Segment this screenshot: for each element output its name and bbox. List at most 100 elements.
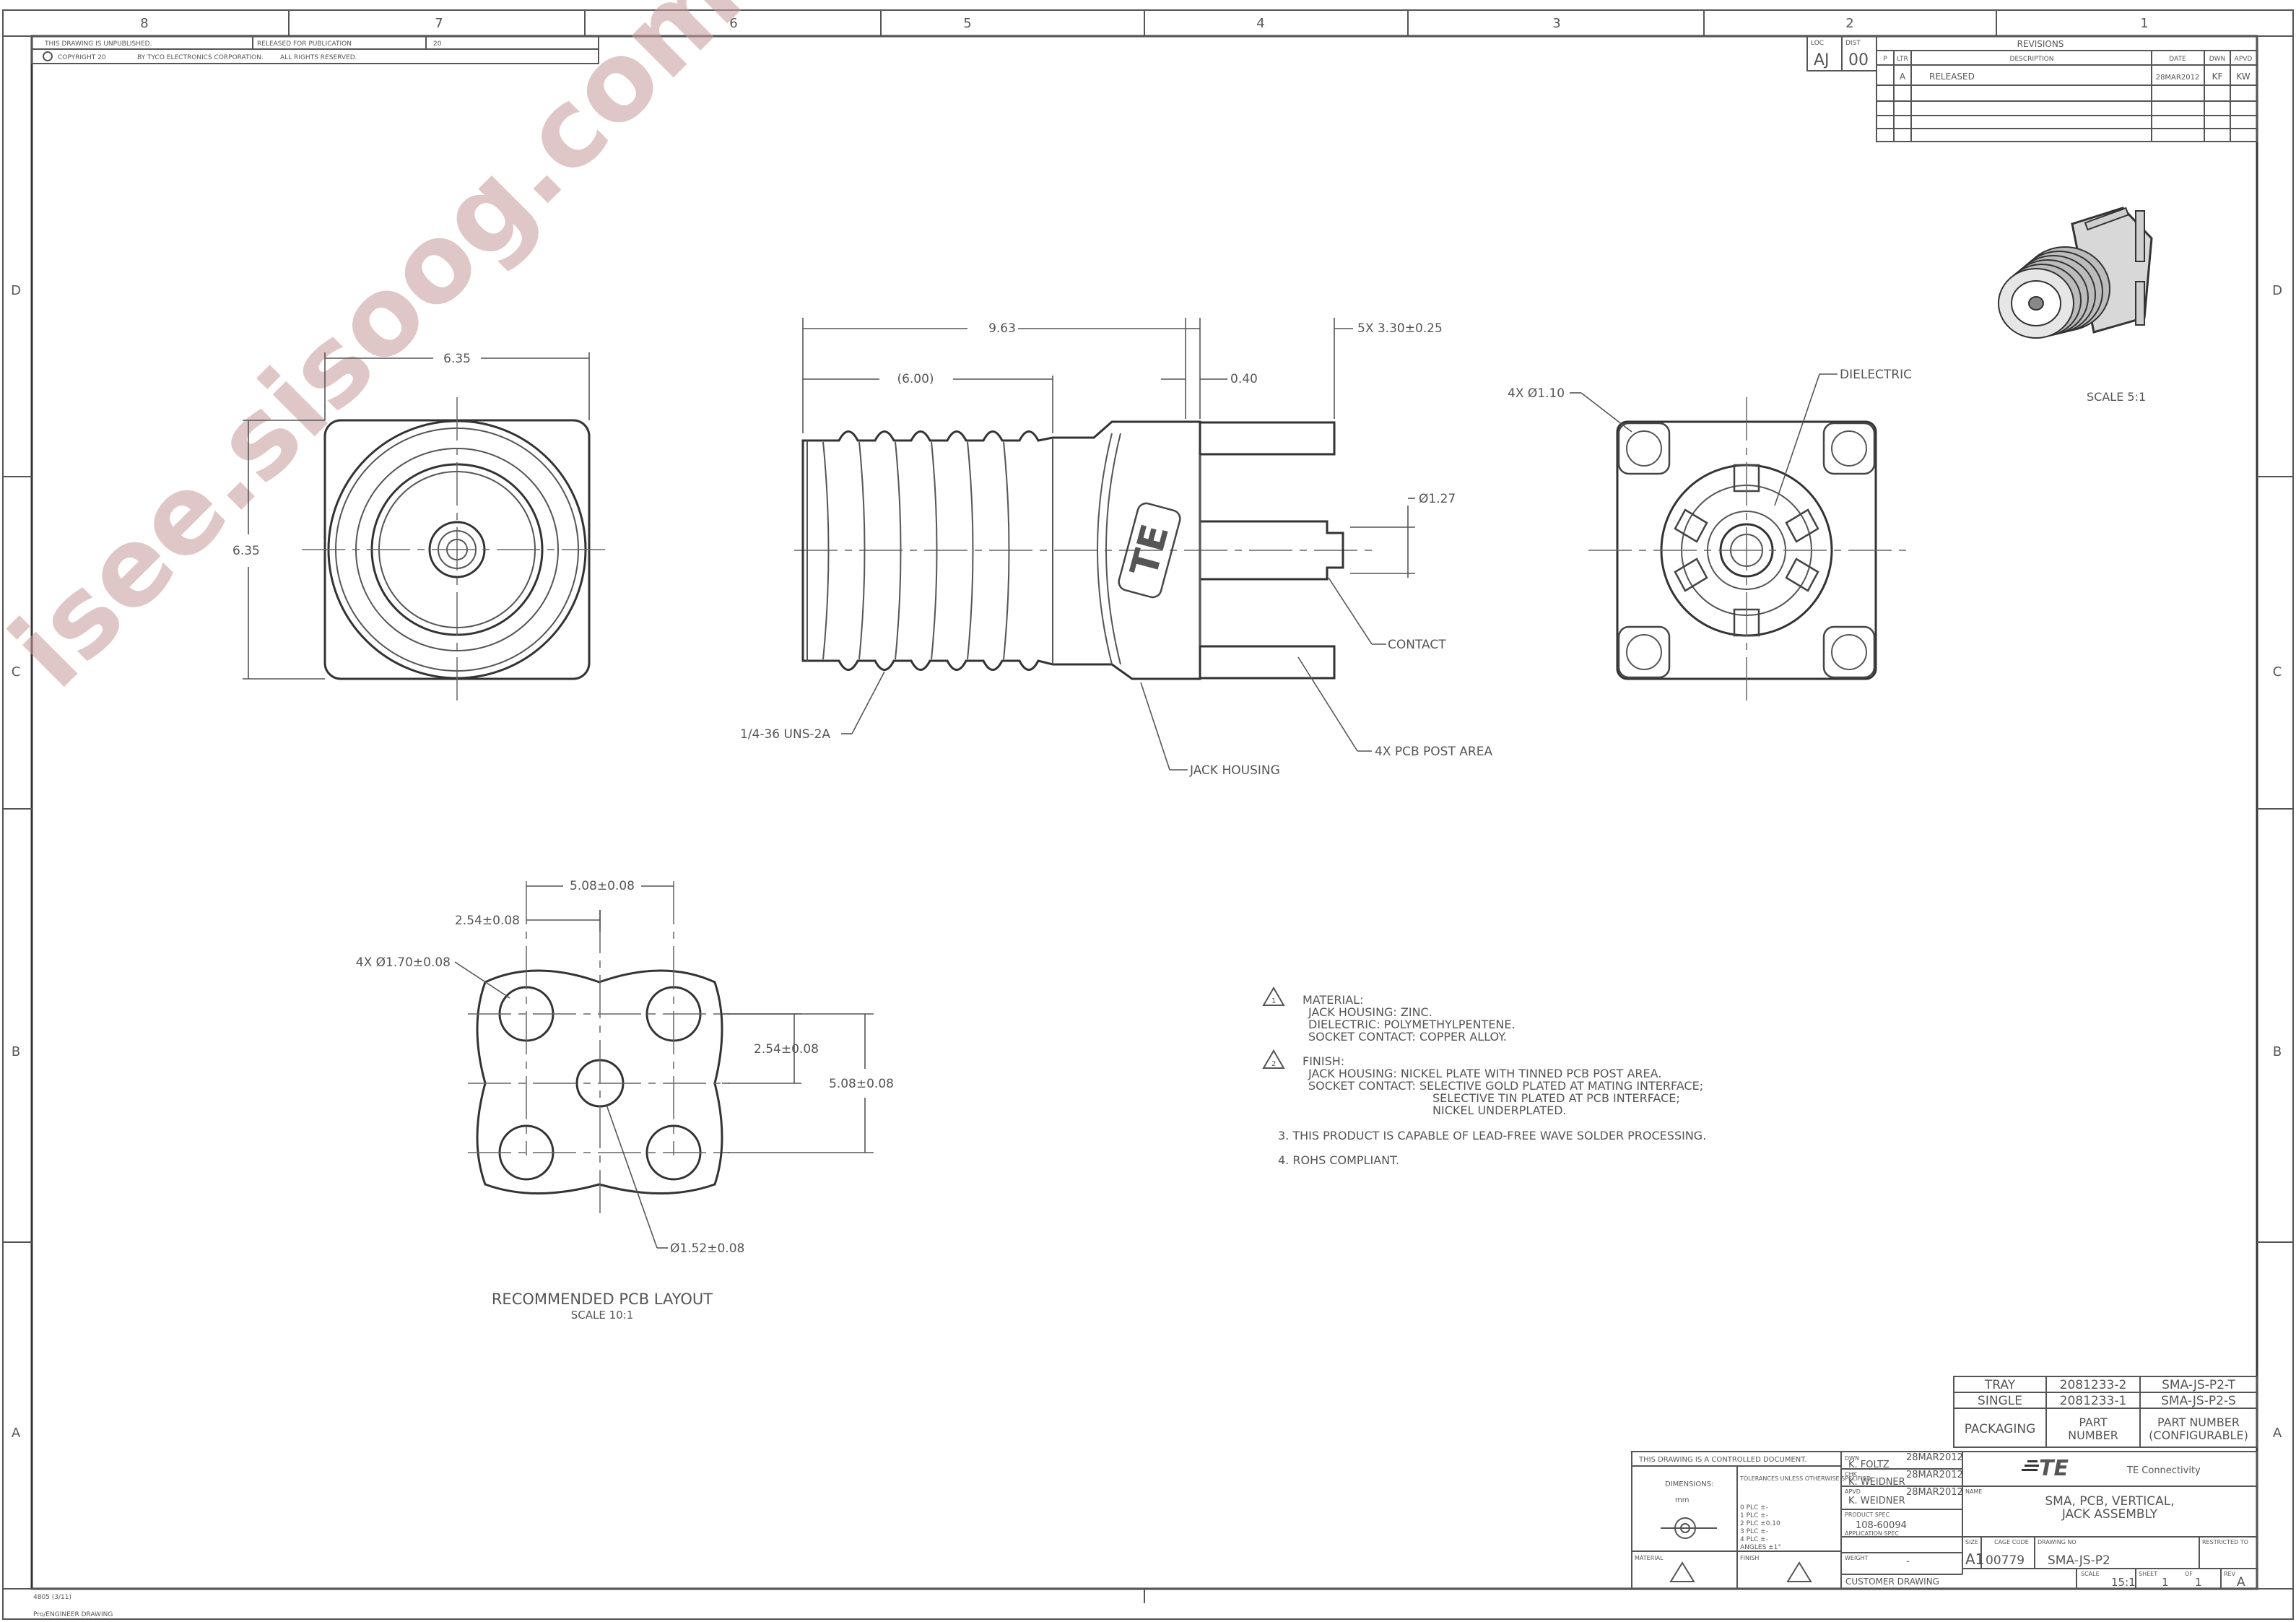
dimensions-label: DIMENSIONS: [1665,1480,1713,1488]
unpublished-text: THIS DRAWING IS UNPUBLISHED. [44,40,152,48]
rev-row-description: RELEASED [1929,71,1975,82]
part-header-config-line1: PART NUMBER [2157,1415,2240,1429]
part-header-config: PART NUMBER(CONFIGURABLE) [2149,1415,2248,1442]
note-line: SELECTIVE TIN PLATED AT PCB INTERFACE; [1432,1091,1680,1105]
pcb-layout-scale: SCALE 10:1 [571,1309,634,1322]
loc-value: AJ [1814,51,1830,69]
part-number-table: TRAY 2081233-2 SMA-JS-P2-T SINGLE 208123… [1953,1376,2258,1448]
revisions-title: REVISIONS [2017,39,2064,49]
svg-text:TE: TE [1123,520,1178,581]
dwn-label: DWN [1845,1455,1859,1462]
sheet-frame: 8 7 6 5 4 3 2 1 D C B A D C B A [2,9,2294,1620]
te-logo: TE TE Connectivity [2022,1456,2201,1481]
footer: 4805 (3/11) Pro/ENGINEER DRAWING [33,1594,113,1618]
note-line: MATERIAL: [1303,993,1363,1007]
form-number: 4805 (3/11) [33,1594,71,1601]
name-label: NAME [1965,1488,1982,1495]
dist-value: 00 [1848,51,1869,69]
notes: 1 MATERIAL: JACK HOUSING: ZINC. DIELECTR… [1262,986,1706,1167]
front-width-dim: 6.35 [443,352,471,366]
copyright-text: COPYRIGHT 20 [58,54,106,61]
rev-label: REV [2224,1571,2236,1577]
side-contact-dia-dim: Ø1.27 [1419,492,1456,506]
zone-side-label: C [2273,664,2282,680]
publication-block: THIS DRAWING IS UNPUBLISHED. RELEASED FO… [31,35,599,64]
sheet-label: SHEET [2139,1571,2157,1577]
rev-header: DWN [2209,56,2226,63]
customer-drawing-text: CUSTOMER DRAWING [1845,1577,1939,1587]
chk-label: CHK [1845,1471,1858,1478]
size-label: SIZE [1965,1539,1978,1545]
front-height-dim: 6.35 [232,544,260,558]
drawing-path: Pro/ENGINEER DRAWING [33,1611,113,1618]
cage-label: CAGE CODE [1994,1539,2029,1545]
pcb-layout: 5.08±0.08 2.54±0.08 4X Ø1.70±0.08 2.54±0… [356,879,894,1322]
side-post-dim: 5X 3.30±0.25 [1357,321,1443,336]
rev-header: LTR [1897,56,1908,63]
scale-label: SCALE [2081,1571,2100,1577]
of-value: 1 [2195,1576,2202,1589]
tol-row: 3 PLC ±- [1740,1528,1768,1535]
part-header-number-line1: PART [2079,1415,2108,1429]
zone-top-label: 7 [435,16,443,31]
part-header-packaging: PACKAGING [1965,1422,2036,1436]
part-row-packaging: SINGLE [1978,1394,2022,1408]
note-flag-2: 2 [1271,1060,1276,1068]
dwn-name: K. FOLTZ [1848,1460,1890,1470]
contact-callout: CONTACT [1388,638,1446,652]
dielectric-callout: DIELECTRIC [1840,368,1912,382]
rev-row-date: 28MAR2012 [2156,74,2200,82]
year-text: 20 [433,40,442,48]
zone-side-label: A [12,1426,21,1441]
pcb-dim-center-hole: Ø1.52±0.08 [670,1241,744,1256]
zone-top-label: 1 [2140,16,2148,31]
pcb-dim-b: 2.54±0.08 [455,914,520,928]
drawing-no-label: DRAWING NO [2038,1539,2077,1545]
post-callout: 4X PCB POST AREA [1375,745,1492,759]
chk-name: K. WEIDNER [1848,1477,1905,1488]
zone-top-label: 2 [1845,16,1853,31]
of-label: OF [2185,1571,2193,1577]
restricted-label: RESTRICTED TO [2202,1539,2248,1545]
zone-side-label: B [12,1044,20,1059]
zone-side-label: A [2273,1426,2282,1441]
note-line: 3. THIS PRODUCT IS CAPABLE OF LEAD-FREE … [1278,1129,1706,1142]
note-line: 4. ROHS COMPLIANT. [1278,1153,1399,1167]
tol-row: 2 PLC ±0.10 [1740,1520,1780,1527]
pcb-dim-d: 5.08±0.08 [829,1077,894,1091]
loc-label: LOC [1811,40,1824,47]
part-row-config: SMA-JS-P2-S [2161,1394,2236,1408]
product-spec-value: 108-60094 [1856,1520,1907,1531]
front-view: 6.35 6.35 [232,352,612,701]
note-line: SOCKET CONTACT: COPPER ALLOY. [1308,1030,1507,1044]
product-spec-label: PRODUCT SPEC [1845,1512,1890,1518]
dist-label: DIST [1845,40,1861,47]
sheet-value: 1 [2162,1576,2169,1589]
rights-text: ALL RIGHTS RESERVED. [280,54,357,61]
weight-label: WEIGHT [1845,1555,1869,1561]
rev-row-apvd: KW [2236,71,2250,82]
apvd-date: 28MAR2012 [1906,1487,1963,1498]
thread-callout: 1/4-36 UNS-2A [740,727,830,742]
zone-side-label: D [2272,283,2282,298]
pcb-dim-hole: 4X Ø1.70±0.08 [356,955,451,970]
hole-callout: 4X Ø1.10 [1508,386,1565,401]
side-flange-dim: 0.40 [1230,372,1258,386]
part-row-config: SMA-JS-P2-T [2162,1378,2235,1392]
side-overall-dim: 9.63 [988,321,1016,336]
part-row-packaging: TRAY [1984,1378,2016,1392]
revisions-block: REVISIONS P LTR DESCRIPTION DATE DWN APV… [1876,35,2258,142]
apvd-name: K. WEIDNER [1848,1496,1905,1506]
zone-top-label: 5 [963,16,971,31]
pcb-dim-c: 2.54±0.08 [754,1042,819,1057]
dwn-date: 28MAR2012 [1906,1452,1963,1463]
part-header-config-line2: (CONFIGURABLE) [2149,1428,2248,1442]
part-row-number: 2081233-2 [2060,1378,2127,1392]
tolerances-text: TOLERANCES UNLESS OTHERWISE SPECIFIED: [1739,1475,1873,1482]
drawing-no-value: SMA-JS-P2 [2048,1553,2110,1568]
scale-value: 15:1 [2111,1576,2136,1589]
housing-callout: JACK HOUSING [1189,763,1280,778]
size-value: A1 [1965,1551,1984,1568]
